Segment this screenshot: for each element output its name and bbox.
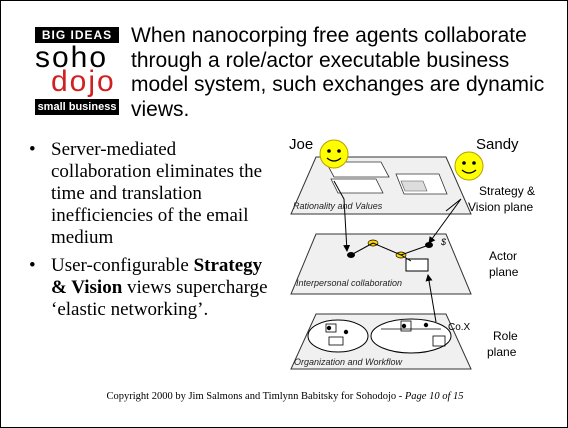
plane-label-strategy-2: Vision plane <box>468 200 533 214</box>
plane-label-role-2: plane <box>487 345 517 359</box>
bullet-text: User-configurable <box>51 255 194 277</box>
agent-label-joe: Joe <box>289 136 313 153</box>
strategy-vision-plane: Rationality and Values <box>290 156 472 215</box>
logo-soho: soho <box>35 41 109 74</box>
page-number: Page 10 of 15 <box>404 391 464 402</box>
slide-headline: When nanocorping free agents collaborate… <box>131 24 545 121</box>
bullet-dot: • <box>29 255 36 277</box>
plane-labels: Strategy & Vision plane Actor plane Role… <box>468 184 535 359</box>
copyright-text: Copyright 2000 by Jim Salmons and Timlyn… <box>106 391 405 402</box>
plane-caption-interpersonal: Interpersonal collaboration <box>296 278 402 288</box>
role-org-left <box>307 319 369 353</box>
bullet-text: views supercharge ‘elastic networking’. <box>51 277 268 321</box>
role-org-right <box>370 318 452 354</box>
role-plane: Organization and Workflow Co.X <box>290 313 472 370</box>
logo-dojo: dojo <box>51 65 116 98</box>
plane-label-actor-2: plane <box>489 265 519 279</box>
copyright-footer: Copyright 2000 by Jim Salmons and Timlyn… <box>1 391 568 402</box>
plane-label-role-1: Role <box>493 329 518 343</box>
agent-label-sandy: Sandy <box>476 136 519 153</box>
sohodojo-logo: BIG IDEAS soho dojo small business <box>35 27 119 115</box>
plane-label-actor-1: Actor <box>489 249 517 263</box>
plane-caption-organization: Organization and Workflow <box>294 357 403 367</box>
actor-node-box <box>405 258 429 272</box>
plane-caption-rationality: Rationality and Values <box>293 201 383 211</box>
logo-big-ideas: BIG IDEAS <box>35 27 119 43</box>
connector-lines <box>333 180 462 323</box>
joe-smiley-icon <box>319 139 349 169</box>
currency-symbol: $ <box>440 237 447 247</box>
bullet-dot: • <box>29 139 36 160</box>
logo-wordmark: soho dojo <box>35 41 119 99</box>
actor-plane: Interpersonal collaboration $ <box>290 233 472 295</box>
plane-label-strategy-1: Strategy & <box>479 184 535 198</box>
company-label: Co.X <box>448 322 471 333</box>
bullet-text: Server-mediated collaboration eliminates… <box>51 139 263 249</box>
logo-small-business: small business <box>35 99 119 115</box>
bullet-emphasis: Strategy & Vision <box>51 255 263 299</box>
planes-diagram: Rationality and Values Interpersonal col… <box>289 136 535 370</box>
bullet-item: • User-configurable Strategy & Vision vie… <box>29 255 274 321</box>
sandy-smiley-icon <box>454 151 484 181</box>
bullet-list: • Server-mediated collaboration eliminate… <box>29 139 274 327</box>
bullet-item: • Server-mediated collaboration eliminate… <box>29 139 274 249</box>
